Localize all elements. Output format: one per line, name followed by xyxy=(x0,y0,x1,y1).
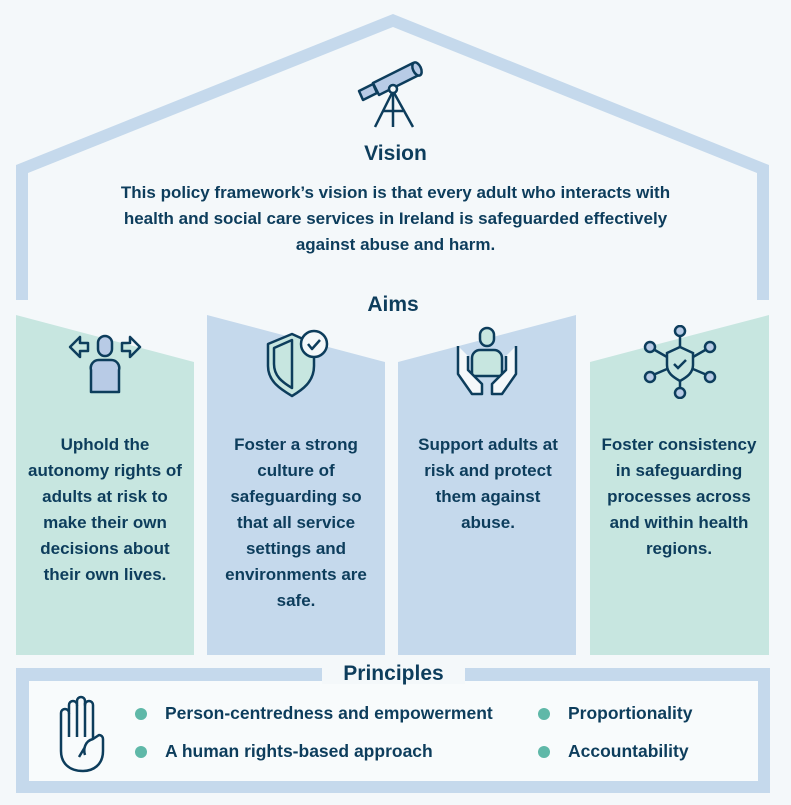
person-arrows-icon xyxy=(68,334,142,394)
vision-text: This policy framework’s vision is that e… xyxy=(120,183,671,254)
aim-panel-1-bg xyxy=(16,315,194,655)
bullet-icon xyxy=(538,707,550,720)
aim-panel-2-bg xyxy=(207,315,385,655)
aim-text-3: Support adults at risk and protect them … xyxy=(418,435,558,532)
telescope-icon xyxy=(357,61,423,128)
aim-text-1: Uphold the autonomy rights of adults at … xyxy=(28,435,182,584)
principle-label: Proportionality xyxy=(568,703,693,723)
principle-label: Person-centredness and empowerment xyxy=(165,703,493,723)
aim-text-2: Foster a strong culture of safeguarding … xyxy=(225,435,367,610)
principle-label: Accountability xyxy=(568,741,689,761)
principle-item-3: Proportionality xyxy=(538,703,692,724)
principle-item-2: A human rights-based approach xyxy=(135,741,433,762)
network-shield-icon xyxy=(643,325,717,399)
bullet-icon xyxy=(135,707,147,720)
bullet-icon xyxy=(135,745,147,758)
bullet-icon xyxy=(538,745,550,758)
shield-check-icon xyxy=(266,329,329,398)
raised-hand-icon xyxy=(59,695,105,773)
principle-label: A human rights-based approach xyxy=(165,741,433,761)
aims-title: Aims xyxy=(367,293,419,316)
aim-panel-4-bg xyxy=(590,315,769,655)
principle-item-4: Accountability xyxy=(538,741,689,762)
person-hands-icon xyxy=(456,326,518,396)
aim-panel-3-bg xyxy=(398,315,576,655)
principle-item-1: Person-centredness and empowerment xyxy=(135,703,493,724)
aim-text-4: Foster consistency in safeguarding proce… xyxy=(601,435,757,558)
vision-title: Vision xyxy=(364,142,427,165)
principles-title: Principles xyxy=(343,662,444,685)
